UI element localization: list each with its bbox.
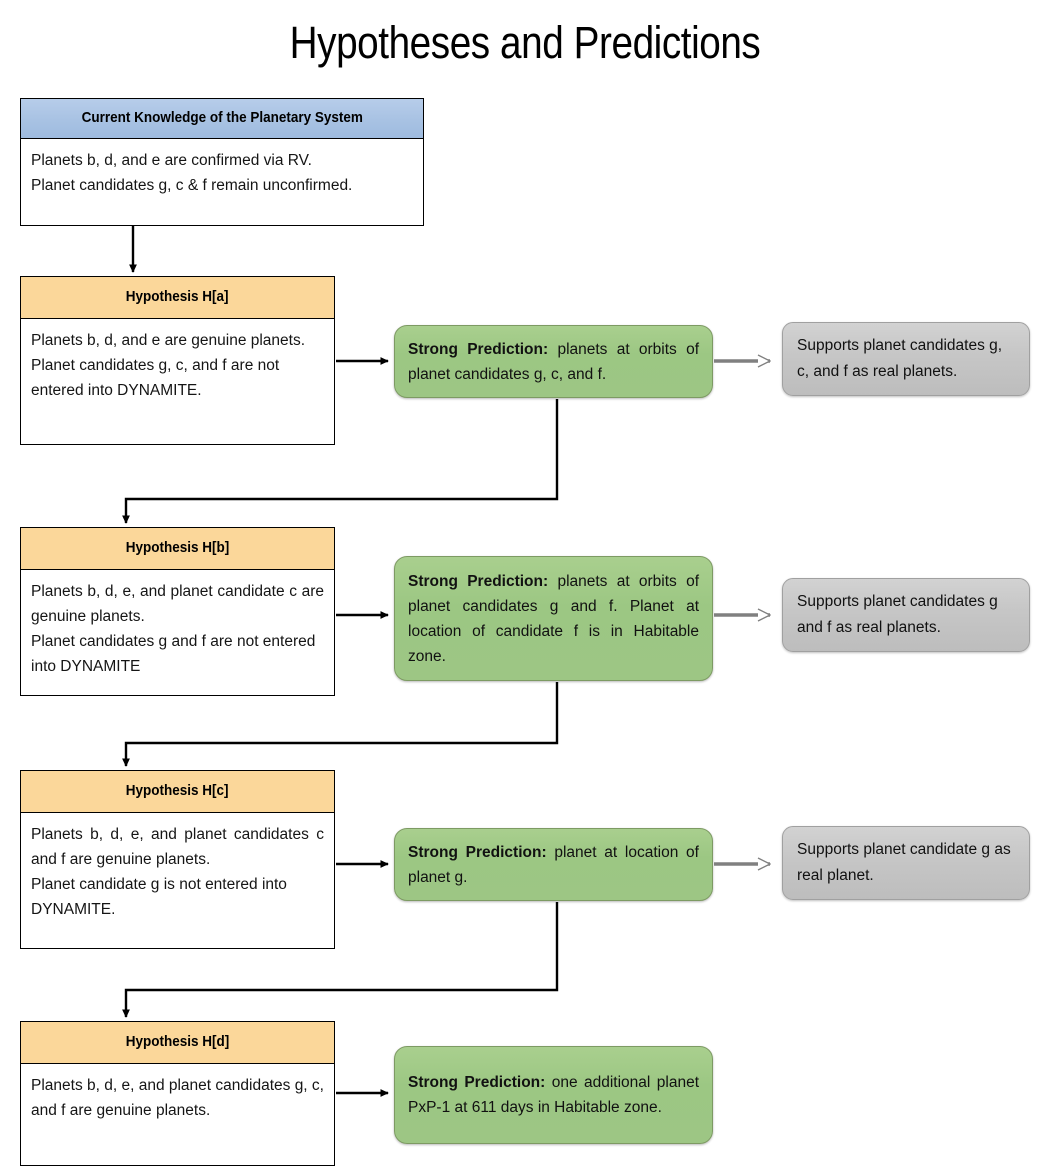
support-c-text: Supports planet candidate g as real plan… [797, 841, 1011, 884]
prediction-box-c: Strong Prediction: planet at location of… [394, 828, 713, 901]
prediction-box-d: Strong Prediction: one additional planet… [394, 1046, 713, 1144]
hypothesis-a-header-label: Hypothesis H[a] [126, 288, 229, 306]
current-knowledge-card: Current Knowledge of the Planetary Syste… [20, 98, 424, 226]
hypothesis-a-header: Hypothesis H[a] [21, 277, 334, 319]
hypothesis-card-d: Hypothesis H[d] Planets b, d, e, and pla… [20, 1021, 335, 1166]
hypothesis-b-header-label: Hypothesis H[b] [125, 539, 230, 557]
hypothesis-b-line-1: Planets b, d, e, and planet candidate c … [31, 583, 324, 625]
support-box-a: Supports planet candidates g, c, and f a… [782, 322, 1030, 396]
hypothesis-card-b: Hypothesis H[b] Planets b, d, e, and pla… [20, 527, 335, 696]
current-knowledge-header: Current Knowledge of the Planetary Syste… [21, 99, 423, 139]
prediction-c-text: planet at location of planet g. [408, 843, 699, 886]
prediction-b-text: planets at orbits of planet candidates g… [408, 572, 699, 665]
hypothesis-d-header: Hypothesis H[d] [21, 1022, 334, 1064]
hypothesis-c-body: Planets b, d, e, and planet candidates c… [21, 813, 334, 948]
prediction-box-b: Strong Prediction: planets at orbits of … [394, 556, 713, 681]
hypothesis-d-body: Planets b, d, e, and planet candidates g… [21, 1064, 334, 1165]
prediction-d-label: Strong Prediction: [408, 1074, 546, 1091]
hypothesis-c-header: Hypothesis H[c] [21, 771, 334, 813]
hypothesis-a-body: Planets b, d, and e are genuine planets.… [21, 319, 334, 444]
current-knowledge-line-2: Planet candidates g, c & f remain unconf… [31, 177, 353, 194]
prediction-box-a: Strong Prediction: planets at orbits of … [394, 325, 713, 398]
hypothesis-a-line-1: Planets b, d, and e are genuine planets. [31, 332, 306, 349]
prediction-d-text: one additional planet PxP-1 at 611 days … [408, 1074, 699, 1116]
current-knowledge-body: Planets b, d, and e are confirmed via RV… [21, 139, 423, 225]
hypothesis-c-line-2: Planet candidate g is not entered into D… [31, 876, 287, 918]
prediction-a-text: planets at orbits of planet candidates g… [408, 340, 699, 383]
hypothesis-d-line-1: Planets b, d, e, and planet candidates g… [31, 1077, 324, 1119]
support-a-text: Supports planet candidates g, c, and f a… [797, 337, 1003, 380]
prediction-b-label: Strong Prediction: [408, 572, 549, 590]
hypothesis-c-line-1: Planets b, d, e, and planet candidates c… [31, 826, 324, 868]
hypothesis-c-header-label: Hypothesis H[c] [126, 782, 229, 800]
hypothesis-card-a: Hypothesis H[a] Planets b, d, and e are … [20, 276, 335, 445]
hypothesis-b-line-2: Planet candidates g and f are not entere… [31, 633, 316, 675]
current-knowledge-header-label: Current Knowledge of the Planetary Syste… [81, 109, 363, 127]
hypothesis-a-line-2: Planet candidates g, c, and f are not en… [31, 357, 280, 399]
hypothesis-b-header: Hypothesis H[b] [21, 528, 334, 570]
prediction-c-label: Strong Prediction: [408, 843, 547, 861]
hypothesis-d-header-label: Hypothesis H[d] [125, 1033, 230, 1051]
support-box-c: Supports planet candidate g as real plan… [782, 826, 1030, 900]
support-b-text: Supports planet candidates g and f as re… [797, 593, 998, 636]
prediction-a-label: Strong Prediction: [408, 340, 549, 358]
support-box-b: Supports planet candidates g and f as re… [782, 578, 1030, 652]
hypothesis-card-c: Hypothesis H[c] Planets b, d, e, and pla… [20, 770, 335, 949]
current-knowledge-line-1: Planets b, d, and e are confirmed via RV… [31, 152, 312, 169]
hypothesis-b-body: Planets b, d, e, and planet candidate c … [21, 570, 334, 695]
page-title: Hypotheses and Predictions [289, 17, 761, 68]
